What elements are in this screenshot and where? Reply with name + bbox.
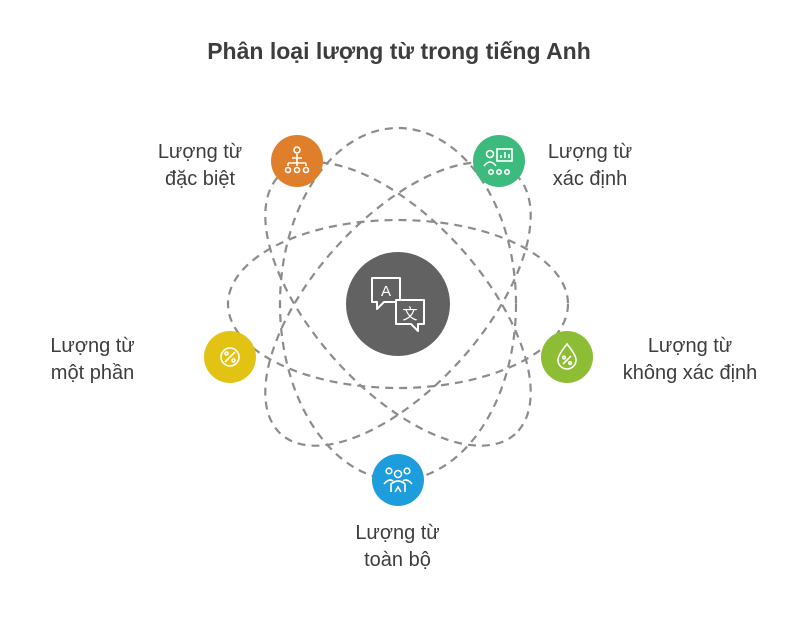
- label-indefinite-line1: Lượng từ: [647, 335, 733, 357]
- label-definite-quantifier: Lượng từ xác định: [520, 139, 660, 193]
- node-partial: [204, 331, 256, 383]
- orbit-vertical: [278, 126, 518, 482]
- label-special-line2: đặc biệt: [164, 168, 236, 190]
- node-whole-circle: [372, 454, 424, 506]
- label-definite-line1: Lượng từ: [547, 141, 633, 163]
- group-people-icon: [383, 467, 413, 493]
- translate-icon: A 文: [371, 277, 425, 332]
- label-indefinite-line2: không xác định: [622, 362, 758, 384]
- orbit-horizontal: [226, 218, 570, 390]
- label-definite-line2: xác định: [552, 168, 628, 190]
- label-partial-line2: một phần: [50, 362, 135, 384]
- label-whole-quantifier: Lượng từ toàn bộ: [325, 520, 470, 574]
- label-special-line1: Lượng từ: [157, 141, 243, 163]
- presenter-board-icon: [483, 148, 513, 176]
- node-special: [271, 135, 323, 187]
- svg-text:文: 文: [402, 305, 417, 323]
- orbit-diagonal-2: [264, 161, 532, 447]
- svg-text:A: A: [381, 283, 391, 300]
- diagram-title: Phân loại lượng từ trong tiếng Anh: [207, 38, 591, 64]
- label-whole-line2: toàn bộ: [364, 549, 431, 571]
- label-whole-line1: Lượng từ: [355, 522, 440, 544]
- node-indefinite: [541, 331, 593, 383]
- hierarchy-people-icon: [284, 146, 310, 174]
- node-whole: [372, 454, 424, 506]
- node-definite: [473, 135, 525, 187]
- percent-drop-icon: [557, 342, 577, 370]
- label-indefinite-quantifier: Lượng từ không xác định: [600, 333, 780, 387]
- center-node: A 文: [346, 252, 450, 356]
- label-partial-line1: Lượng từ: [50, 335, 135, 357]
- label-partial-quantifier: Lượng từ một phần: [20, 333, 165, 387]
- label-special-quantifier: Lượng từ đặc biệt: [130, 139, 270, 193]
- percent-circle-icon: [220, 347, 240, 367]
- node-indefinite-circle: [541, 331, 593, 383]
